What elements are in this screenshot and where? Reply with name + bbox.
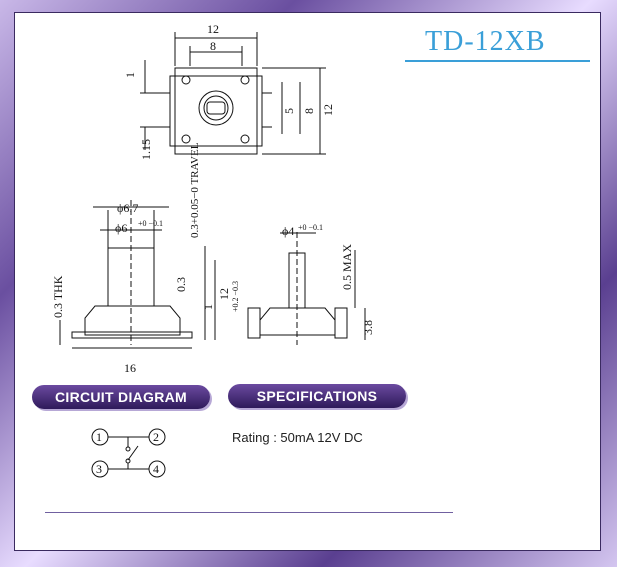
- dim-top-8: 8: [210, 39, 216, 53]
- specifications-heading: SPECIFICATIONS: [228, 384, 406, 408]
- drawing-sheet: [14, 12, 601, 551]
- title-underline: [405, 60, 590, 62]
- dim-top-12: 12: [207, 22, 219, 36]
- pin-1: 1: [96, 430, 102, 444]
- rating-text: Rating : 50mA 12V DC: [232, 430, 363, 445]
- dim-left-115: 1.15: [139, 139, 153, 160]
- dim-d67: ϕ6.7: [117, 201, 138, 215]
- dim-d4: ϕ4: [282, 224, 294, 238]
- dim-d6-tol: +0 −0.1: [138, 219, 163, 228]
- dim-max: 0.5 MAX: [340, 244, 354, 290]
- dim-right-5: 5: [282, 108, 296, 114]
- actuator-outer: [198, 90, 234, 126]
- dim-right-12: 12: [321, 104, 335, 116]
- dim-right-8: 8: [302, 108, 316, 114]
- dim-w16: 16: [124, 361, 136, 375]
- dim-d6: ϕ6: [115, 221, 127, 235]
- dim-travel: 0.3+0.05−0 TRAVEL: [189, 142, 201, 238]
- dim-d4-tol: +0 −0.1: [298, 223, 323, 232]
- dim-left-1: 1: [123, 72, 137, 78]
- dim-v12-tol: +0.2 −0.3: [231, 281, 240, 312]
- pin-4: 4: [153, 462, 159, 476]
- dim-v12: 12: [217, 288, 231, 300]
- pin-2: 2: [153, 430, 159, 444]
- pin-3: 3: [96, 462, 102, 476]
- side-body: [84, 305, 181, 336]
- side2-body: [259, 307, 336, 336]
- circuit-diagram-heading: CIRCUIT DIAGRAM: [32, 385, 210, 409]
- dim-h38: 3.8: [361, 320, 375, 335]
- top-body-outer: [174, 67, 258, 155]
- top-body-flange: [169, 75, 263, 147]
- dim-v03: 0.3: [174, 277, 188, 292]
- dim-thk: 0.3 THK: [51, 275, 65, 318]
- model-title: TD-12XB: [425, 26, 546, 57]
- footer-divider: [45, 512, 453, 513]
- dim-v1: 1: [201, 304, 215, 310]
